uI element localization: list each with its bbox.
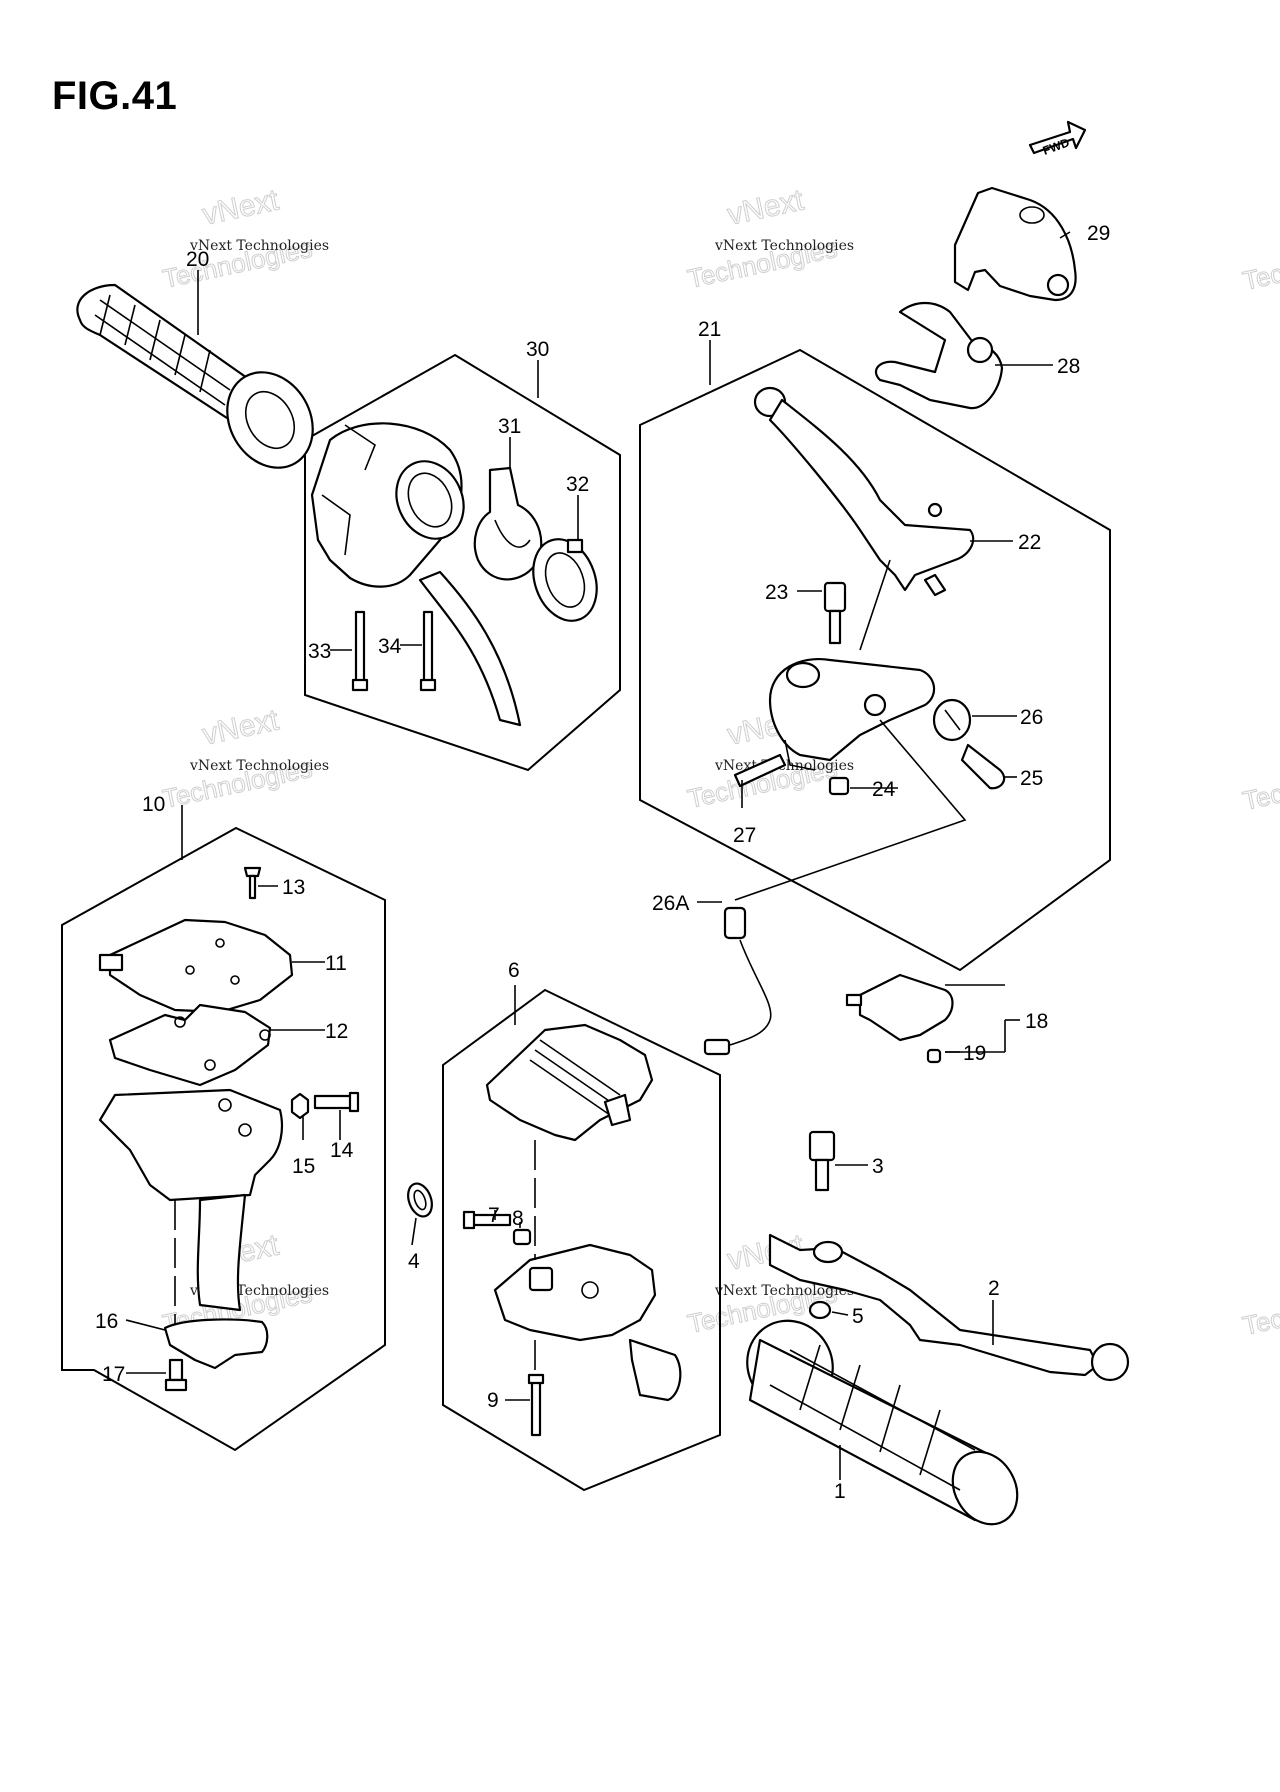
- part-6-lower-housing: [493, 1243, 682, 1402]
- callout-14: 14: [330, 1139, 354, 1162]
- part-15-nut: [290, 1092, 310, 1120]
- watermark-edge-marks: Tec Tec Tec: [1240, 258, 1280, 1342]
- svg-text:Tec: Tec: [1240, 778, 1280, 816]
- part-17-screw: [164, 1358, 188, 1392]
- part-4-ring: [407, 1182, 433, 1218]
- part-34-screw: [419, 610, 437, 692]
- fwd-arrow-icon: FWD: [1028, 120, 1087, 158]
- callout-32: 32: [566, 473, 589, 496]
- callout-29: 29: [1087, 222, 1110, 245]
- watermark-group-1: vNext Technologies vNext Technologies: [160, 183, 330, 294]
- callout-6: 6: [508, 959, 520, 982]
- callout-10: 10: [142, 793, 165, 816]
- callout-1: 1: [834, 1480, 846, 1503]
- part-23-bolt: [823, 581, 847, 645]
- part-20-grip: [76, 283, 314, 469]
- watermark-group-3: vNext Technologies vNext Technologies: [160, 703, 330, 814]
- callout-21: 21: [698, 318, 721, 341]
- part-6-upper-cover: [485, 1023, 654, 1142]
- callout-25: 25: [1020, 767, 1043, 790]
- callout-13: 13: [282, 876, 305, 899]
- callout-9: 9: [487, 1389, 499, 1412]
- part-32-collar: [532, 538, 598, 622]
- callout-26a: 26A: [652, 892, 689, 915]
- part-26-knob: [932, 698, 972, 742]
- part-12-gasket: [108, 1003, 272, 1087]
- callout-24: 24: [872, 778, 896, 801]
- part-33-screw: [351, 610, 369, 692]
- callout-labels: 20 30 31 32 33 34 21 29 28 22 23 26 25 2…: [95, 222, 1110, 1503]
- callout-12: 12: [325, 1020, 348, 1043]
- watermark-vnext: vNext: [200, 183, 283, 231]
- callout-15: 15: [292, 1155, 315, 1178]
- part-22-lever: [753, 386, 975, 597]
- part-28-bracket: [874, 301, 1004, 410]
- part-11-cover: [98, 918, 294, 1014]
- callout-34: 34: [378, 635, 402, 658]
- part-29-cover: [953, 186, 1077, 302]
- callout-22: 22: [1018, 531, 1041, 554]
- watermark-vnext: vNext: [200, 703, 283, 751]
- part-16-clamp: [163, 1318, 269, 1370]
- callout-33: 33: [308, 640, 331, 663]
- part-31-throttle-lever: [473, 466, 543, 581]
- part-5-nut: [808, 1300, 832, 1320]
- svg-text:Tec: Tec: [1240, 1303, 1280, 1341]
- part-30-throttle-housing: [310, 422, 522, 727]
- watermark-text: vNext Technologies: [714, 238, 854, 254]
- part-25-adjuster: [960, 743, 1006, 790]
- watermark-text: vNext Technologies: [189, 238, 329, 254]
- watermark-text: vNext Technologies: [189, 758, 329, 774]
- leader-lines: [125, 231, 1071, 1480]
- figure-title: FIG.41: [52, 74, 178, 118]
- watermark-vnext: vNext: [725, 183, 808, 231]
- callout-2: 2: [988, 1277, 1000, 1300]
- callout-4: 4: [408, 1250, 420, 1273]
- part-24-nut: [828, 776, 850, 796]
- callout-20: 20: [186, 248, 209, 271]
- watermark-group-2: vNext Technologies vNext Technologies: [685, 183, 855, 294]
- part-27-bolt: [733, 753, 787, 788]
- part-1-grip: [746, 1319, 1019, 1526]
- part-13-screw: [243, 866, 262, 900]
- callout-26: 26: [1020, 706, 1043, 729]
- part-8-nut: [512, 1228, 532, 1246]
- callout-19: 19: [963, 1042, 986, 1065]
- part-9-screw: [527, 1373, 545, 1437]
- part-10-housing: [98, 1088, 284, 1312]
- group-box-10: [61, 826, 386, 1452]
- callout-17: 17: [102, 1363, 125, 1386]
- part-19-screw: [926, 1048, 942, 1064]
- part-14-bolt: [313, 1091, 360, 1113]
- callout-31: 31: [498, 415, 521, 438]
- callout-5: 5: [852, 1305, 864, 1328]
- clutch-lever-holder: [768, 657, 936, 771]
- callout-23: 23: [765, 581, 788, 604]
- part-3-bolt: [808, 1130, 836, 1192]
- callout-28: 28: [1057, 355, 1080, 378]
- callout-16: 16: [95, 1310, 118, 1333]
- part-7-screw: [462, 1210, 512, 1230]
- group-box-21: [639, 348, 1111, 972]
- part-18-switch-body: [845, 973, 954, 1042]
- fwd-label: FWD: [1041, 135, 1072, 158]
- part-26a-switch: [703, 906, 772, 1056]
- callout-7: 7: [488, 1204, 500, 1227]
- callout-8: 8: [512, 1207, 524, 1230]
- group-box-6: [442, 988, 721, 1492]
- callout-30: 30: [526, 338, 549, 361]
- part-2-brake-lever: [768, 1233, 1130, 1382]
- watermark-text: vNext Technologies: [714, 1283, 854, 1299]
- callout-27: 27: [733, 824, 756, 847]
- callout-3: 3: [872, 1155, 884, 1178]
- callout-18: 18: [1025, 1010, 1048, 1033]
- svg-text:Tec: Tec: [1240, 258, 1280, 296]
- callout-11: 11: [325, 952, 347, 975]
